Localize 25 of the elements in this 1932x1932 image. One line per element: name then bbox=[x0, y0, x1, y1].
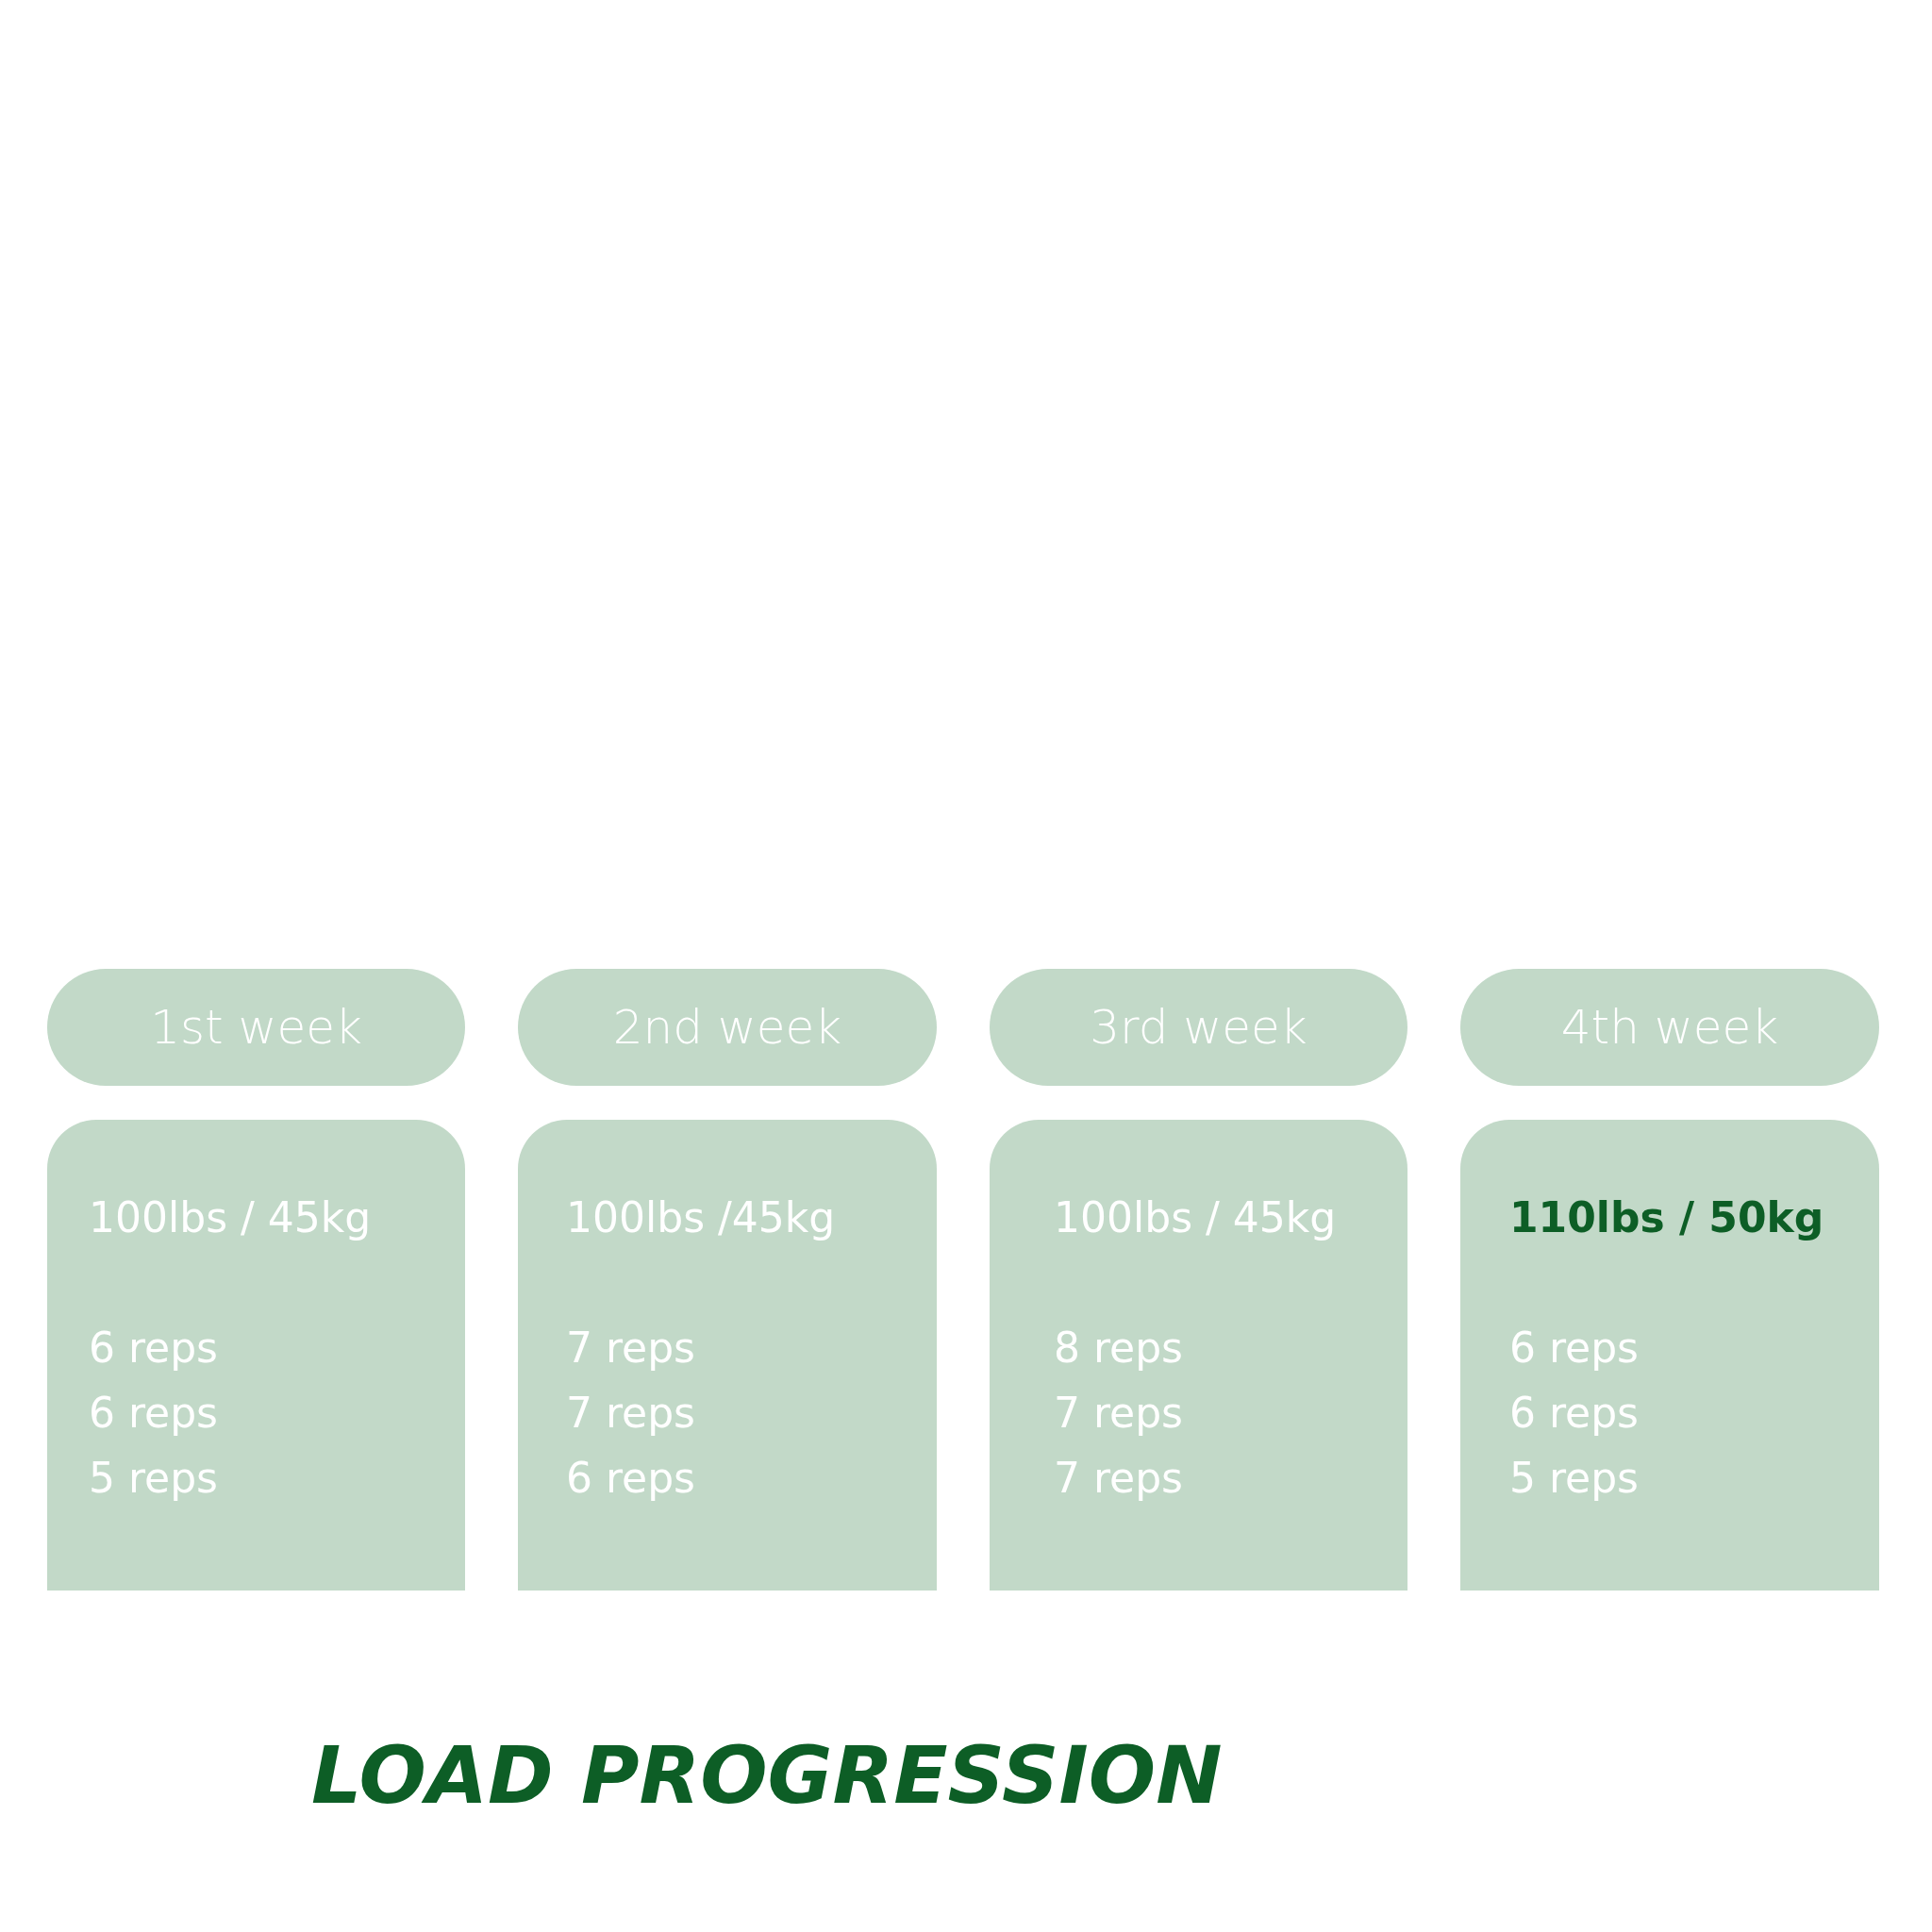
week-label: 2nd week bbox=[612, 1000, 842, 1055]
reps-text: 6 reps bbox=[89, 1392, 219, 1434]
weight-text: 100lbs /45kg bbox=[566, 1197, 836, 1239]
reps-text: 7 reps bbox=[566, 1327, 696, 1369]
workout-card bbox=[990, 1120, 1407, 1591]
week-label: 3rd week bbox=[1090, 1000, 1307, 1055]
weight-text: 100lbs / 45kg bbox=[89, 1197, 372, 1239]
title: LOAD PROGRESSION bbox=[311, 1736, 1223, 1815]
week-label: 1st week bbox=[150, 1000, 362, 1055]
workout-card bbox=[1460, 1120, 1879, 1591]
reps-text: 6 reps bbox=[566, 1457, 696, 1499]
weight-text: 110lbs / 50kg bbox=[1509, 1197, 1824, 1239]
workout-card bbox=[518, 1120, 937, 1591]
reps-text: 6 reps bbox=[89, 1327, 219, 1369]
reps-text: 8 reps bbox=[1054, 1327, 1184, 1369]
reps-text: 7 reps bbox=[566, 1392, 696, 1434]
reps-text: 5 reps bbox=[1509, 1457, 1640, 1499]
reps-text: 6 reps bbox=[1509, 1392, 1640, 1434]
workout-card bbox=[47, 1120, 465, 1591]
reps-text: 5 reps bbox=[89, 1457, 219, 1499]
week-label: 4th week bbox=[1560, 1000, 1779, 1055]
reps-text: 7 reps bbox=[1054, 1392, 1184, 1434]
reps-text: 6 reps bbox=[1509, 1327, 1640, 1369]
reps-text: 7 reps bbox=[1054, 1457, 1184, 1499]
weight-text: 100lbs / 45kg bbox=[1054, 1197, 1337, 1239]
